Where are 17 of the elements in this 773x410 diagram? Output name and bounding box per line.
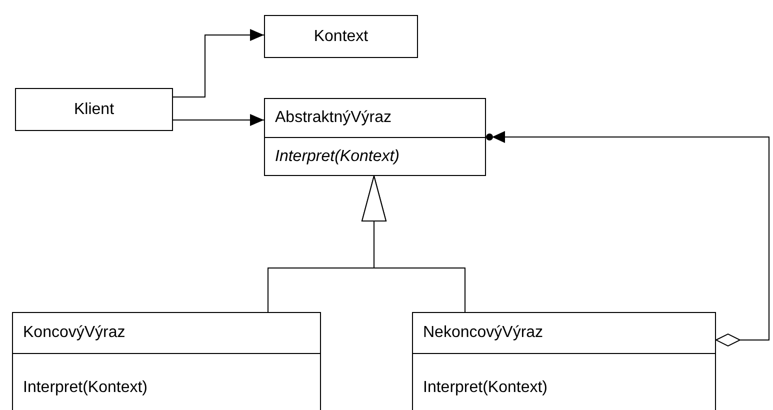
- class-box: [264, 98, 486, 176]
- class-box: [12, 312, 321, 410]
- operation-text: Interpret(Kontext): [275, 148, 400, 166]
- aggregation-arrow: [486, 131, 770, 346]
- class-name: NekoncovýVýraz: [423, 324, 544, 342]
- class-box: [412, 312, 716, 410]
- arrow: [172, 114, 264, 126]
- inheritance-arrow: [362, 176, 466, 312]
- class-name: Klient: [74, 100, 114, 118]
- process-box: [15, 88, 173, 131]
- class-name: Kontext: [314, 28, 368, 46]
- class-name: KoncovýVýraz: [23, 324, 126, 342]
- class-name: AbstraktnýVýraz: [275, 109, 392, 127]
- operation-text: Interpret(Kontext): [23, 378, 148, 396]
- operation-text: Interpret(Kontext): [423, 378, 548, 396]
- arrow: [172, 29, 264, 98]
- process-box: [264, 15, 418, 58]
